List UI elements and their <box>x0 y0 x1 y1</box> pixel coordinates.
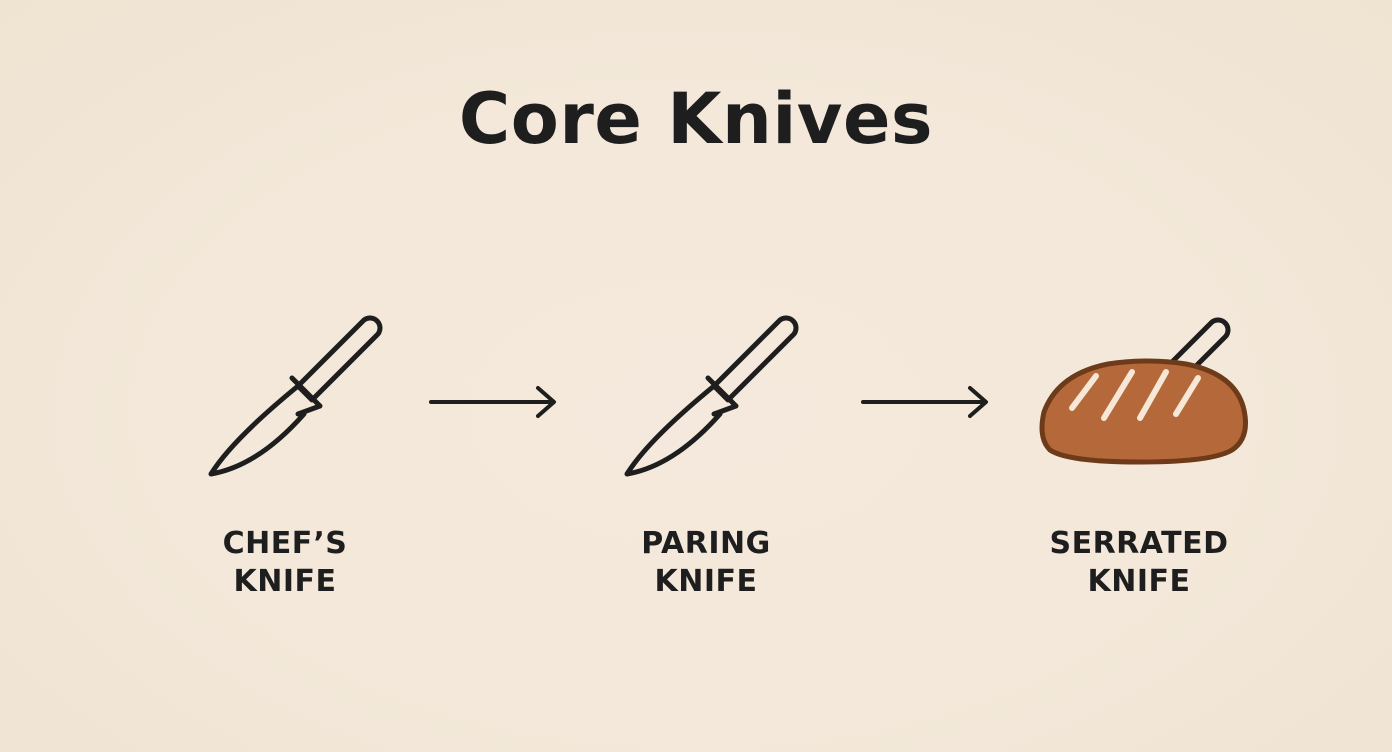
arrow-right-icon <box>861 386 988 418</box>
label-line: KNIFE <box>233 564 337 599</box>
label-line: CHEF’S <box>222 526 348 561</box>
page-title: Core Knives <box>458 78 934 160</box>
label-line: KNIFE <box>1087 564 1191 599</box>
label-line: SERRATED <box>1049 526 1229 561</box>
step-label-paring-knife: PARING KNIFE <box>576 525 836 601</box>
label-line: PARING <box>641 526 771 561</box>
arrow-right-icon <box>429 386 556 418</box>
bread-loaf-with-knife-icon <box>1039 317 1248 465</box>
paring-knife-icon <box>624 315 799 477</box>
step-label-chefs-knife: CHEF’S KNIFE <box>155 525 415 601</box>
step-label-serrated-knife: SERRATED KNIFE <box>1009 525 1269 601</box>
label-line: KNIFE <box>654 564 758 599</box>
chef-knife-icon <box>208 315 383 477</box>
